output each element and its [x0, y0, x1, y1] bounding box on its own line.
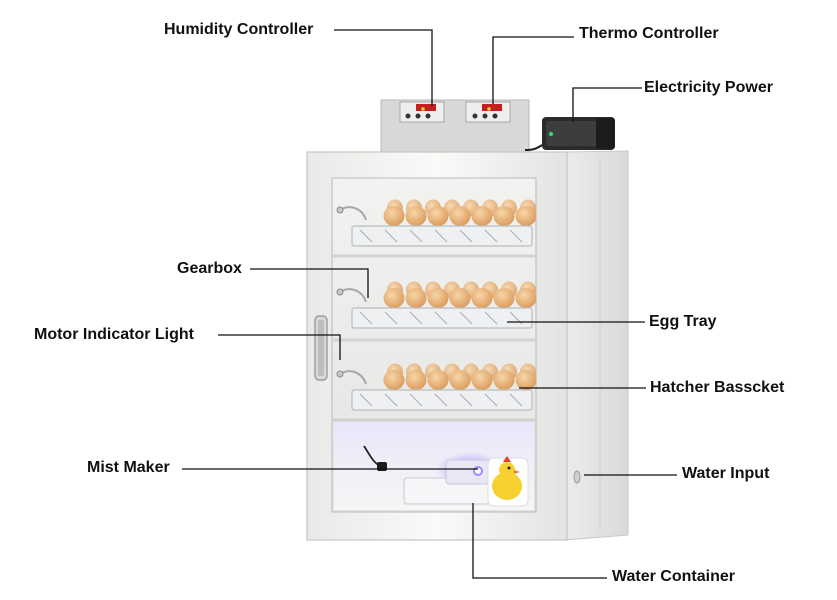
rack-bar — [434, 393, 448, 407]
egg-icon — [449, 370, 471, 390]
gearbox-icon — [336, 206, 344, 214]
egg-icon — [405, 206, 427, 226]
egg-icon — [493, 370, 515, 390]
egg-icon — [383, 370, 405, 390]
leader-line-motor — [218, 334, 341, 360]
rack-bar — [384, 229, 398, 243]
label-gearbox: Gearbox — [177, 260, 242, 277]
egg-tray — [336, 363, 537, 411]
controller-box-icon — [380, 99, 530, 155]
rack-bar — [384, 393, 398, 407]
egg-icon — [449, 206, 471, 226]
egg-icon — [515, 370, 537, 390]
chick-icon — [487, 456, 529, 507]
leader-line-thermo — [492, 36, 574, 104]
rack-bar — [509, 393, 523, 407]
rack-bar — [359, 311, 373, 325]
egg-icon — [471, 206, 493, 226]
egg-icon — [427, 206, 449, 226]
leader-lines — [182, 29, 677, 579]
tray-rack — [351, 389, 533, 411]
rack-bar — [484, 393, 498, 407]
rack-bar — [409, 393, 423, 407]
tray-rack — [351, 225, 533, 247]
label-egg-tray: Egg Tray — [649, 313, 717, 330]
label-thermo-controller: Thermo Controller — [579, 25, 719, 42]
label-humidity-controller: Humidity Controller — [164, 21, 314, 38]
egg-icon — [383, 206, 405, 226]
power-adapter-icon — [524, 117, 615, 151]
gearbox-icon — [336, 288, 344, 296]
egg-icon — [515, 206, 537, 226]
rack-bar — [459, 229, 473, 243]
rack-bar — [359, 393, 373, 407]
rack-bar — [484, 311, 498, 325]
egg-icon — [471, 288, 493, 308]
label-water-input: Water Input — [682, 465, 770, 482]
leader-line-humidity — [334, 29, 433, 106]
egg-tray — [336, 199, 537, 247]
label-hatcher-basket: Hatcher Basscket — [650, 379, 785, 396]
egg-icon — [449, 288, 471, 308]
rack-bar — [434, 229, 448, 243]
rack-bar — [359, 229, 373, 243]
egg-icon — [405, 370, 427, 390]
leader-line-water-container — [472, 503, 607, 579]
label-motor-indicator-light: Motor Indicator Light — [34, 326, 194, 343]
egg-icon — [493, 206, 515, 226]
rack-bar — [459, 311, 473, 325]
egg-icon — [493, 288, 515, 308]
gearbox-icon — [336, 370, 344, 378]
egg-icon — [427, 288, 449, 308]
leader-line-power — [572, 87, 642, 122]
rack-bar — [459, 393, 473, 407]
tray-rack — [351, 307, 533, 329]
label-water-container: Water Container — [612, 568, 735, 585]
rack-bar — [384, 311, 398, 325]
label-electricity-power: Electricity Power — [644, 79, 773, 96]
egg-trays — [336, 199, 537, 411]
rack-bar — [434, 311, 448, 325]
rack-bar — [409, 311, 423, 325]
rack-bar — [509, 229, 523, 243]
egg-icon — [405, 288, 427, 308]
leader-line-gearbox — [250, 268, 369, 298]
rack-bar — [484, 229, 498, 243]
egg-icon — [471, 370, 493, 390]
rack-bar — [409, 229, 423, 243]
egg-icon — [383, 288, 405, 308]
label-mist-maker: Mist Maker — [87, 459, 170, 476]
egg-icon — [515, 288, 537, 308]
egg-tray — [336, 281, 537, 329]
egg-icon — [427, 370, 449, 390]
